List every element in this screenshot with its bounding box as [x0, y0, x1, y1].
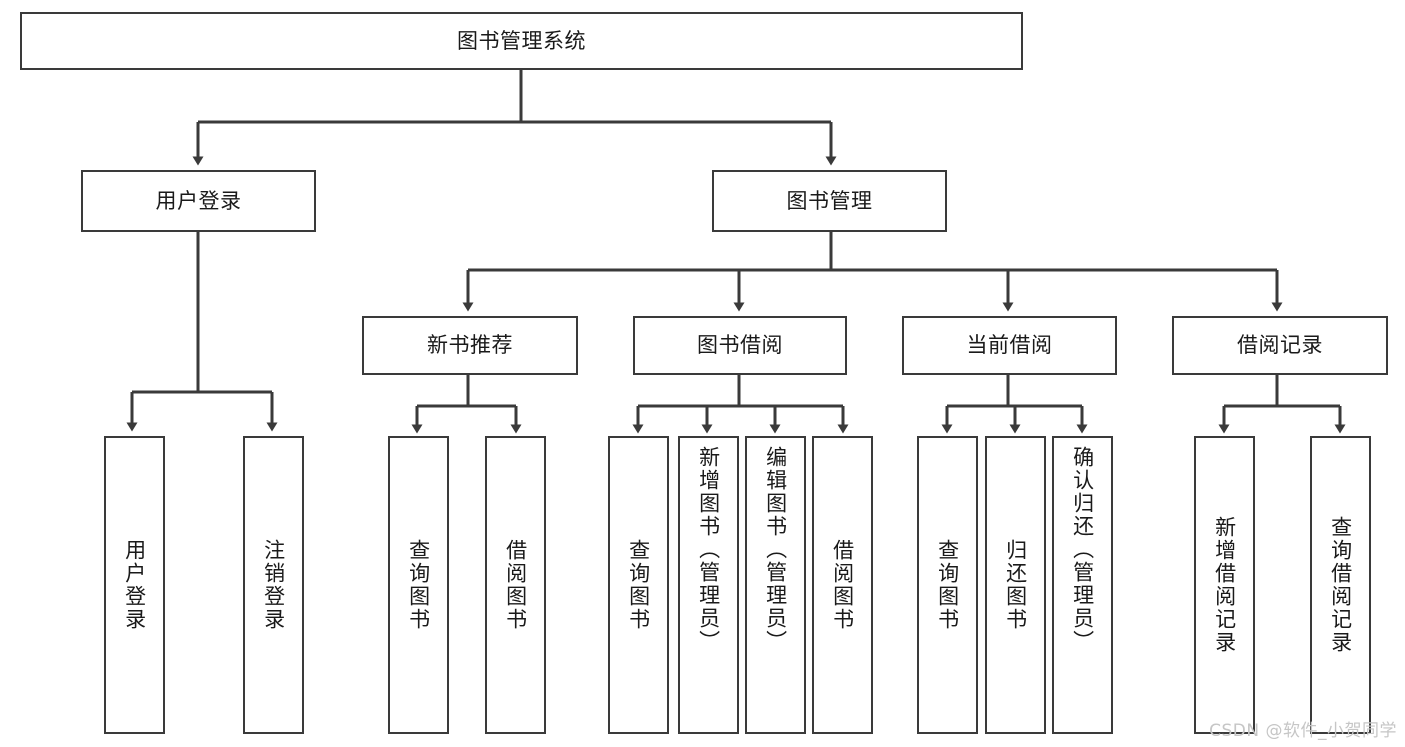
leaf-query-book-recommend-label: 查询图书 [406, 539, 431, 631]
leaf-add-book-admin-label: 新增图书（管理员） [696, 446, 721, 653]
node-user-login[interactable]: 用户登录 [81, 170, 316, 232]
leaf-borrow-book-label: 借阅图书 [830, 539, 855, 631]
leaf-query-book-borrow-label: 查询图书 [626, 539, 651, 631]
leaf-query-book-borrow[interactable]: 查询图书 [608, 436, 669, 734]
node-borrow-record-label: 借阅记录 [1237, 333, 1323, 358]
node-root-label: 图书管理系统 [457, 28, 586, 53]
node-book-management-label: 图书管理 [786, 188, 873, 213]
leaf-edit-book-admin-label: 编辑图书（管理员） [763, 446, 788, 653]
leaf-borrow-book-recommend-label: 借阅图书 [503, 539, 528, 631]
node-book-management[interactable]: 图书管理 [712, 170, 947, 232]
leaf-logout-login[interactable]: 注销登录 [243, 436, 304, 734]
node-book-borrow-label: 图书借阅 [697, 333, 783, 358]
node-root[interactable]: 图书管理系统 [20, 12, 1023, 70]
leaf-confirm-return-admin-label: 确认归还（管理员） [1070, 446, 1095, 653]
node-current-borrow-label: 当前借阅 [966, 333, 1053, 358]
leaf-return-book-label: 归还图书 [1003, 539, 1028, 631]
node-borrow-record[interactable]: 借阅记录 [1172, 316, 1388, 375]
leaf-logout-login-label: 注销登录 [261, 539, 286, 631]
node-user-login-label: 用户登录 [155, 188, 242, 213]
leaf-borrow-book[interactable]: 借阅图书 [812, 436, 873, 734]
leaf-query-borrow-record-label: 查询借阅记录 [1328, 516, 1353, 654]
csdn-watermark: CSDN @软件_小贺同学 [1209, 721, 1397, 741]
leaf-query-borrow-record[interactable]: 查询借阅记录 [1310, 436, 1371, 734]
leaf-user-login-label: 用户登录 [122, 539, 147, 631]
leaf-query-book-current[interactable]: 查询图书 [917, 436, 978, 734]
leaf-user-login[interactable]: 用户登录 [104, 436, 165, 734]
leaf-add-borrow-record-label: 新增借阅记录 [1212, 516, 1237, 654]
leaf-add-borrow-record[interactable]: 新增借阅记录 [1194, 436, 1255, 734]
node-new-book-recommend-label: 新书推荐 [427, 333, 513, 358]
leaf-query-book-recommend[interactable]: 查询图书 [388, 436, 449, 734]
node-new-book-recommend[interactable]: 新书推荐 [362, 316, 578, 375]
leaf-confirm-return-admin[interactable]: 确认归还（管理员） [1052, 436, 1113, 734]
leaf-edit-book-admin[interactable]: 编辑图书（管理员） [745, 436, 806, 734]
node-current-borrow[interactable]: 当前借阅 [902, 316, 1117, 375]
leaf-add-book-admin[interactable]: 新增图书（管理员） [678, 436, 739, 734]
leaf-borrow-book-recommend[interactable]: 借阅图书 [485, 436, 546, 734]
node-book-borrow[interactable]: 图书借阅 [633, 316, 847, 375]
leaf-return-book[interactable]: 归还图书 [985, 436, 1046, 734]
leaf-query-book-current-label: 查询图书 [935, 539, 960, 631]
